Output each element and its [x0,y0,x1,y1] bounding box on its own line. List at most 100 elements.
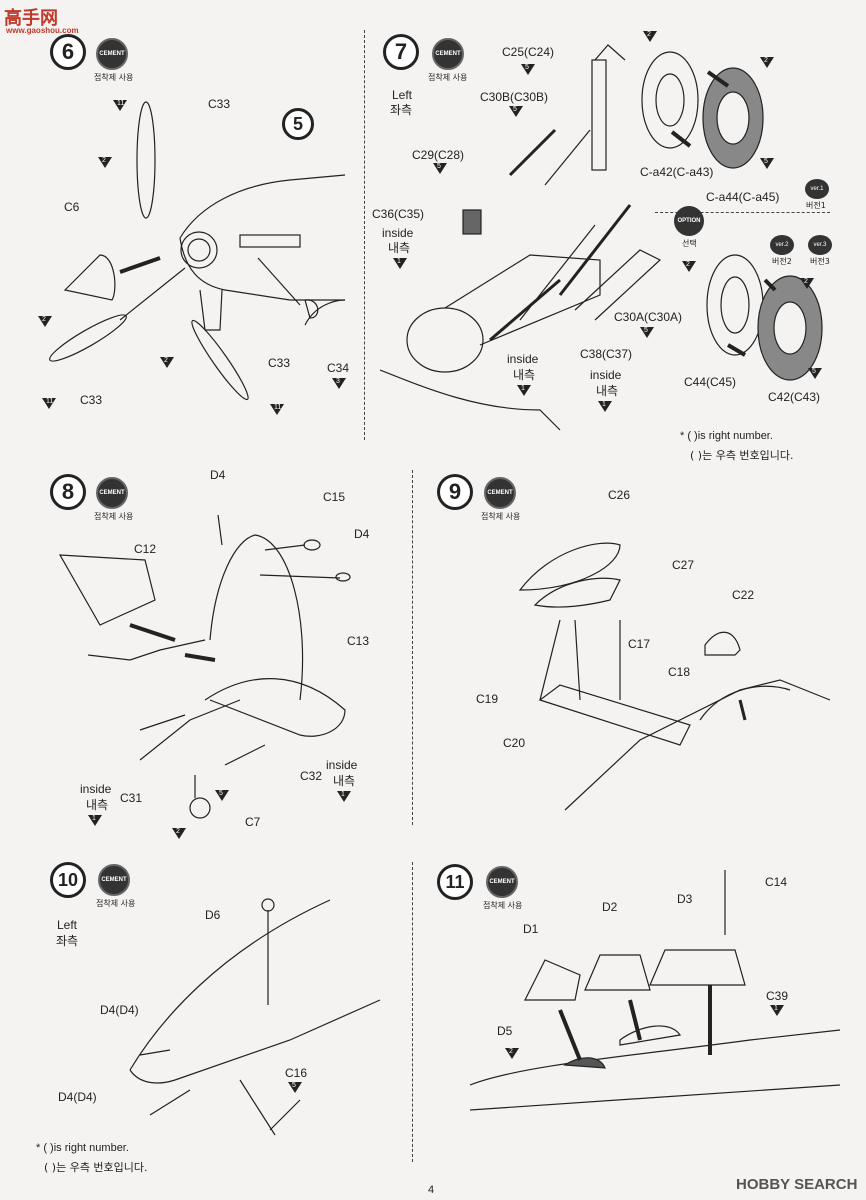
marker: 2 [98,157,112,168]
part-c13: C13 [347,634,370,648]
part-c18: C18 [668,665,691,679]
cement-icon: CEMENT [432,38,464,70]
cement-label: 접착제 사용 [94,512,134,521]
version-1-label: 버전1 [806,201,826,210]
part-c44: C44(C45) [684,375,737,389]
note-right-number-ko: ( )는 우측 번호입니다. [690,449,794,462]
step-11-number: 11 [437,864,473,900]
divider-top [364,30,365,440]
marker: 5 [215,790,229,801]
marker: 2 [682,261,696,272]
part-c38-inside-ko: 내측 [596,384,619,398]
divider-mid [412,470,413,825]
marker: 1 [770,1005,784,1016]
left-label: Left [392,88,413,102]
divider-bot [412,862,413,1162]
marker: 2 [172,828,186,839]
part-c36-inside-ko: 내측 [388,241,411,255]
part-c31: C31 [120,791,143,805]
inside-left-ko: 내측 [86,798,109,812]
marker: 11 [270,404,284,415]
part-c17: C17 [628,637,651,651]
marker: 2 [800,278,814,289]
left-label-ko: 좌측 [390,103,413,117]
version-2-label: 버전2 [772,257,792,266]
cement-icon: CEMENT [486,866,518,898]
marker: 1 [393,258,407,269]
marker: 2 [160,357,174,368]
inside-mid-ko: 내측 [513,368,536,382]
cement-label: 접착제 사용 [483,901,523,910]
page-number: 4 [428,1184,435,1196]
part-c39: C39 [766,989,789,1003]
part-c38: C38(C37) [580,347,633,361]
marker: 3 [332,378,346,389]
part-c33-right: C33 [268,356,291,370]
cement-icon: CEMENT [98,864,130,896]
part-c6: C6 [64,200,80,214]
part-c32: C32 [300,769,323,783]
part-c22: C22 [732,588,755,602]
inside-mid: inside [507,352,539,366]
version-2-badge: ver.2 [770,235,794,255]
inside-right-ko: 내측 [333,774,356,788]
marker: 1 [598,401,612,412]
note-right-number-ko: ( )는 우측 번호입니다. [44,1161,148,1174]
part-c19: C19 [476,692,499,706]
marker: 5 [640,327,654,338]
cement-label: 접착제 사용 [428,73,468,82]
marker: 2 [643,31,657,42]
part-d4-top: D4 [210,468,226,482]
inside-left: inside [80,782,112,796]
cement-icon: CEMENT [96,477,128,509]
marker: 5 [509,106,523,117]
part-c26: C26 [608,488,631,502]
part-d2: D2 [602,900,618,914]
part-ca44: C-a44(C-a45) [706,190,780,204]
cement-icon: CEMENT [96,38,128,70]
marker: 2 [760,57,774,68]
cement-label: 접착제 사용 [96,899,136,908]
marker: 11 [42,398,56,409]
step-8-number: 8 [50,474,86,510]
marker: 2 [505,1048,519,1059]
option-icon: OPTION [674,206,704,236]
cement-label: 접착제 사용 [481,512,521,521]
part-c36-inside: inside [382,226,414,240]
marker: 1 [337,791,351,802]
part-d5: D5 [497,1024,513,1038]
part-c29: C29(C28) [412,148,465,162]
part-c36: C36(C35) [372,207,425,221]
part-c20: C20 [503,736,526,750]
cement-icon: CEMENT [484,477,516,509]
part-c14: C14 [765,875,788,889]
hobbysearch-logo: HOBBY SEARCH [736,1176,858,1193]
ref-step-5: 5 [282,108,314,140]
part-c12: C12 [134,542,157,556]
step-10-number: 10 [50,862,86,898]
marker: 5 [433,163,447,174]
part-c16: C16 [285,1066,308,1080]
cement-label: 접착제 사용 [94,73,134,82]
left-label: Left [57,918,78,932]
marker: 1 [88,815,102,826]
divider-option [655,212,830,213]
part-c30a: C30A(C30A) [614,310,683,324]
version-3-label: 버전3 [810,257,830,266]
part-d4-upper: D4(D4) [100,1003,139,1017]
part-c33-left: C33 [80,393,103,407]
part-c34: C34 [327,361,350,375]
part-d1: D1 [523,922,539,936]
part-c7: C7 [245,815,261,829]
step-7-number: 7 [383,34,419,70]
part-ca42: C-a42(C-a43) [640,165,714,179]
part-c27: C27 [672,558,695,572]
watermark-logo: 高手网 [4,8,58,28]
part-c42: C42(C43) [768,390,821,404]
watermark-url: www.gaoshou.com [6,26,79,35]
part-c30b: C30B(C30B) [480,90,549,104]
step-6-number: 6 [50,34,86,70]
note-right-number: * ( )is right number. [36,1142,129,1154]
